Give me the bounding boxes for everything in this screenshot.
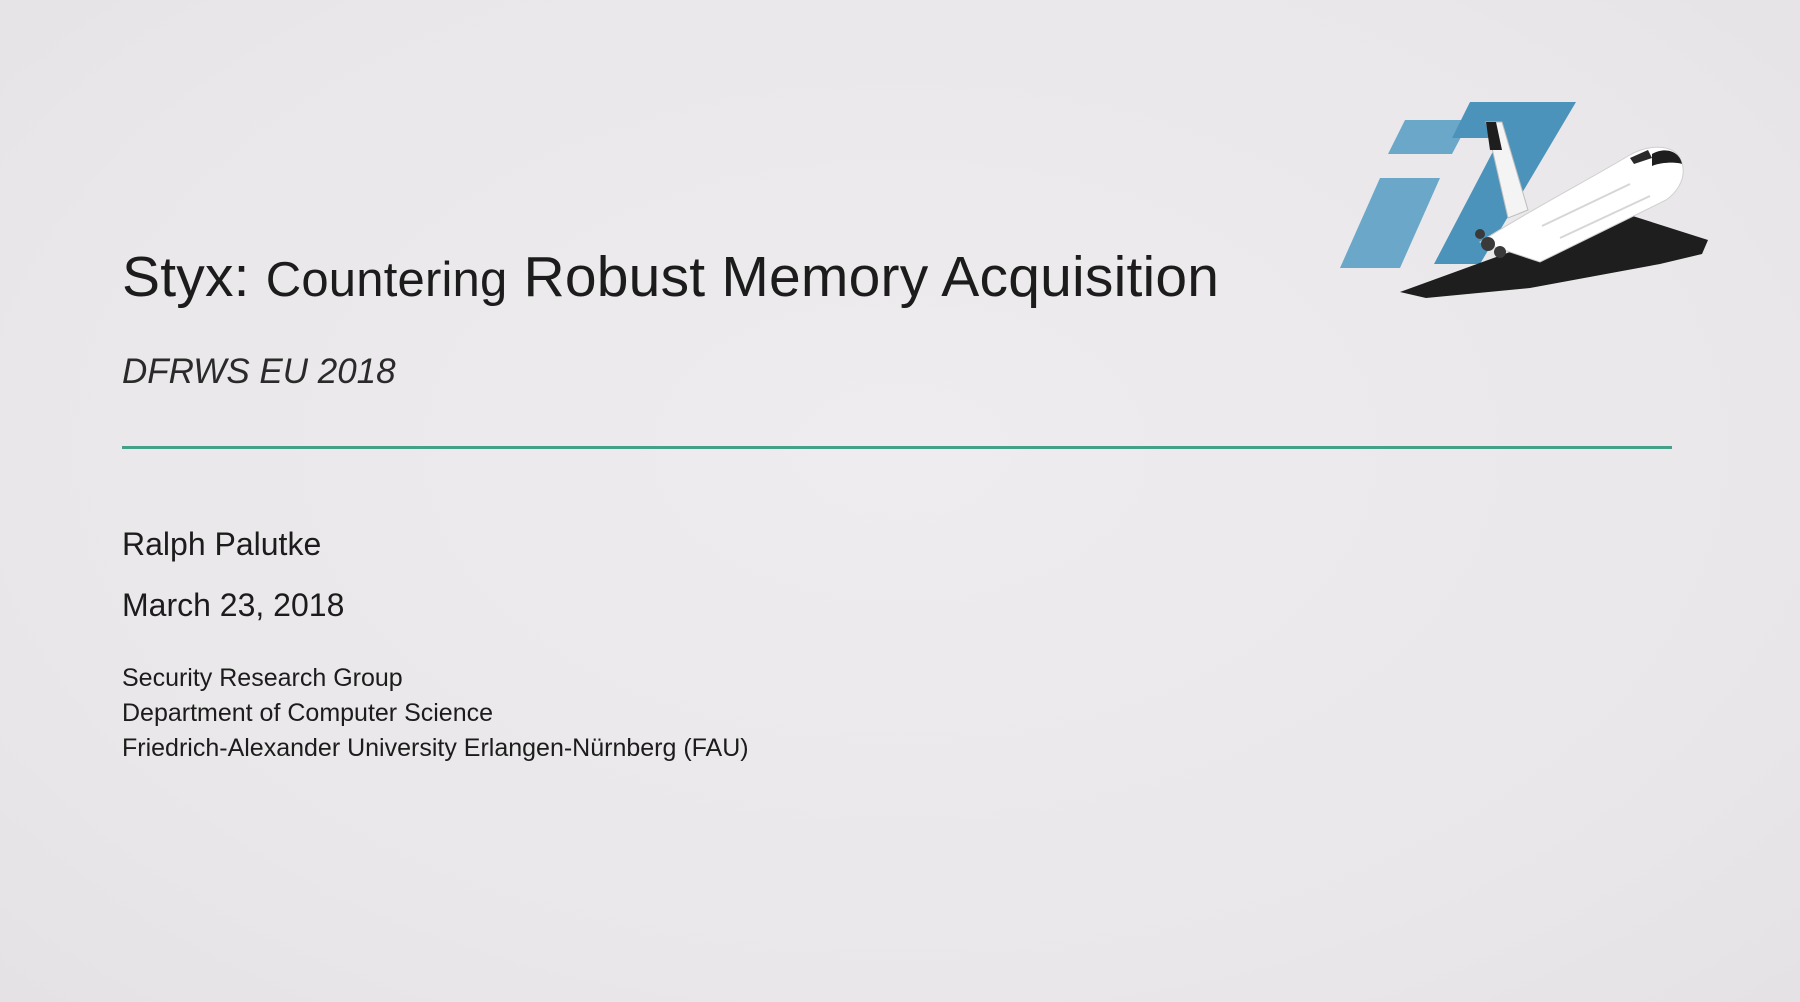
affiliation-line: Security Research Group [122, 664, 403, 692]
slide-title: Styx: Countering Robust Memory Acquisiti… [122, 244, 1219, 310]
affiliation-line: Friedrich-Alexander University Erlangen-… [122, 734, 749, 762]
divider-rule [122, 446, 1672, 449]
title-prefix: Styx: [122, 245, 250, 309]
affiliation-line: Department of Computer Science [122, 699, 494, 727]
slide-subtitle: DFRWS EU 2018 [122, 352, 396, 391]
affiliation-block: Security Research Group Department of Co… [122, 661, 749, 766]
space-shuttle-logo-icon [1340, 102, 1708, 298]
presentation-date: March 23, 2018 [122, 587, 345, 623]
title-small-word: Countering [265, 253, 508, 307]
title-main: Robust Memory Acquisition [523, 245, 1220, 309]
author-name: Ralph Palutke [122, 526, 322, 562]
